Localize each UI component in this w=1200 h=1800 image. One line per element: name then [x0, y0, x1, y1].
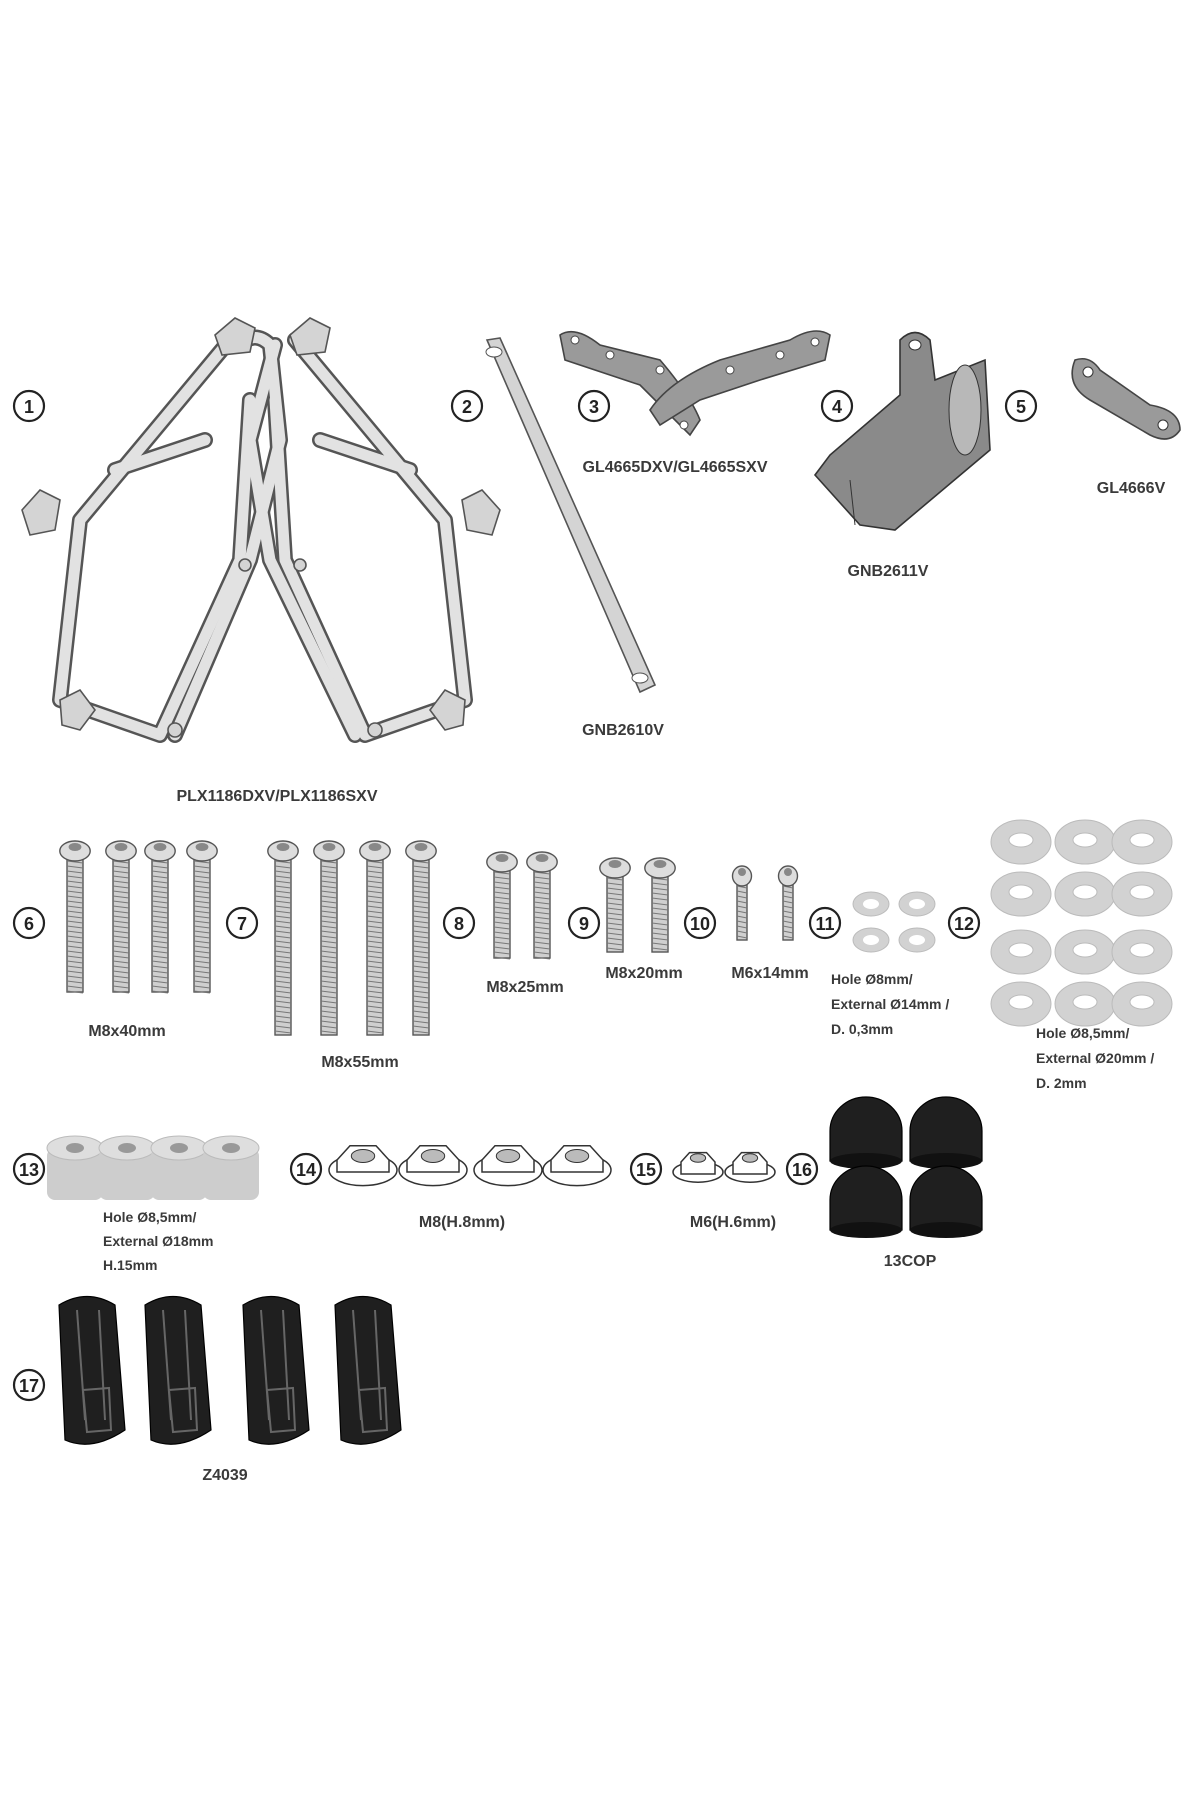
part-3-code: GL4665DXV/GL4665SXV [583, 459, 768, 476]
svg-text:Hole Ø8,5mm/: Hole Ø8,5mm/ [1036, 1025, 1129, 1041]
part-number-10: 10 [683, 906, 717, 940]
part-number-8: 8 [442, 906, 476, 940]
part-10-size: M6x14mm [731, 965, 808, 982]
part-12-spec: Hole Ø8,5mm/ External Ø20mm / D. 2mm [1036, 1025, 1154, 1091]
flange-nut-m8-icon [398, 1144, 468, 1187]
bolt-m8x55-icon [359, 840, 391, 1036]
spacer-icon [98, 1135, 156, 1200]
part-5-link-drawing [1071, 357, 1181, 440]
svg-text:D. 0,3mm: D. 0,3mm [831, 1021, 893, 1037]
part-2-code: GNB2610V [582, 722, 664, 739]
part-4-bracket-drawing [813, 331, 991, 531]
bolt-m8x40-icon [186, 840, 218, 994]
bolt-m8x25-icon [486, 851, 518, 960]
svg-text:Hole Ø8mm/: Hole Ø8mm/ [831, 971, 913, 987]
svg-text:10: 10 [690, 914, 710, 934]
part-number-14: 14 [289, 1152, 323, 1186]
svg-text:1: 1 [24, 397, 34, 417]
svg-text:External Ø14mm /: External Ø14mm / [831, 996, 949, 1012]
screw-cap-icon [242, 1295, 310, 1445]
part-8-size: M8x25mm [486, 979, 563, 996]
part-number-12: 12 [947, 906, 981, 940]
part-number-16: 16 [785, 1152, 819, 1186]
svg-text:4: 4 [832, 397, 842, 417]
nut-cap-icon [829, 1096, 903, 1169]
part-17-code: Z4039 [202, 1467, 247, 1484]
screw-cap-icon [58, 1295, 126, 1445]
svg-text:External Ø18mm: External Ø18mm [103, 1233, 214, 1249]
nut-cap-icon [909, 1096, 983, 1169]
spacer-icon [202, 1135, 260, 1200]
part-number-2: 2 [450, 389, 484, 423]
part-13-spec: Hole Ø8,5mm/ External Ø18mm H.15mm [103, 1209, 214, 1273]
part-3-plates-drawing [559, 330, 831, 437]
part-number-13: 13 [12, 1152, 46, 1186]
flange-nut-m8-icon [473, 1144, 543, 1187]
bolt-m8x20-icon [599, 857, 631, 953]
bolt-m8x25-icon [526, 851, 558, 960]
svg-text:9: 9 [579, 914, 589, 934]
part-number-15: 15 [629, 1152, 663, 1186]
svg-text:8: 8 [454, 914, 464, 934]
part-2-bar-drawing [485, 337, 657, 694]
svg-text:Hole Ø8,5mm/: Hole Ø8,5mm/ [103, 1209, 196, 1225]
svg-text:6: 6 [24, 914, 34, 934]
bolt-m8x40-icon [105, 840, 137, 994]
svg-text:2: 2 [462, 397, 472, 417]
part-number-5: 5 [1004, 389, 1038, 423]
screw-cap-icon [334, 1295, 402, 1445]
flange-nut-m8-icon [542, 1144, 612, 1187]
svg-text:External Ø20mm /: External Ø20mm / [1036, 1050, 1154, 1066]
part-6-size: M8x40mm [88, 1023, 165, 1040]
part-9-size: M8x20mm [605, 965, 682, 982]
part-5-code: GL4666V [1097, 480, 1166, 497]
part-number-6: 6 [12, 906, 46, 940]
bolt-m6x14-icon [777, 865, 799, 941]
part-7-size: M8x55mm [321, 1054, 398, 1071]
part-1-code: PLX1186DXV/PLX1186SXV [176, 788, 377, 805]
flange-nut-m8-icon [328, 1144, 398, 1187]
svg-text:5: 5 [1016, 397, 1026, 417]
part-11-spec: Hole Ø8mm/ External Ø14mm / D. 0,3mm [831, 971, 949, 1037]
svg-text:16: 16 [792, 1160, 812, 1180]
svg-text:11: 11 [815, 914, 834, 934]
part-15-size: M6(H.6mm) [690, 1214, 776, 1231]
part-14-size: M8(H.8mm) [419, 1214, 505, 1231]
svg-text:15: 15 [636, 1160, 656, 1180]
bolt-m8x55-icon [405, 840, 437, 1036]
part-number-1: 1 [12, 389, 46, 423]
part-16-code: 13COP [884, 1253, 937, 1270]
bolt-m6x14-icon [731, 865, 753, 941]
spacer-icon [150, 1135, 208, 1200]
screw-cap-icon [144, 1295, 212, 1445]
part-number-9: 9 [567, 906, 601, 940]
bolt-m8x55-icon [267, 840, 299, 1036]
nut-cap-icon [829, 1165, 903, 1238]
part-number-3: 3 [577, 389, 611, 423]
svg-text:3: 3 [589, 397, 599, 417]
bolt-m8x40-icon [59, 840, 91, 994]
svg-text:13: 13 [19, 1160, 39, 1180]
part-4-code: GNB2611V [848, 563, 929, 580]
part-number-7: 7 [225, 906, 259, 940]
nut-cap-icon [909, 1165, 983, 1238]
flange-nut-m6-icon [672, 1151, 724, 1183]
bolt-m8x40-icon [144, 840, 176, 994]
svg-text:H.15mm: H.15mm [103, 1257, 157, 1273]
svg-text:D. 2mm: D. 2mm [1036, 1075, 1087, 1091]
bolt-m8x55-icon [313, 840, 345, 1036]
svg-text:17: 17 [19, 1376, 39, 1396]
flange-nut-m6-icon [724, 1151, 776, 1183]
part-number-11: 11 [808, 906, 842, 940]
svg-text:7: 7 [237, 914, 247, 934]
svg-text:14: 14 [296, 1160, 316, 1180]
part-number-4: 4 [820, 389, 854, 423]
bolt-m8x20-icon [644, 857, 676, 953]
spacer-icon [46, 1135, 104, 1200]
part-number-17: 17 [12, 1368, 46, 1402]
svg-text:12: 12 [954, 914, 974, 934]
